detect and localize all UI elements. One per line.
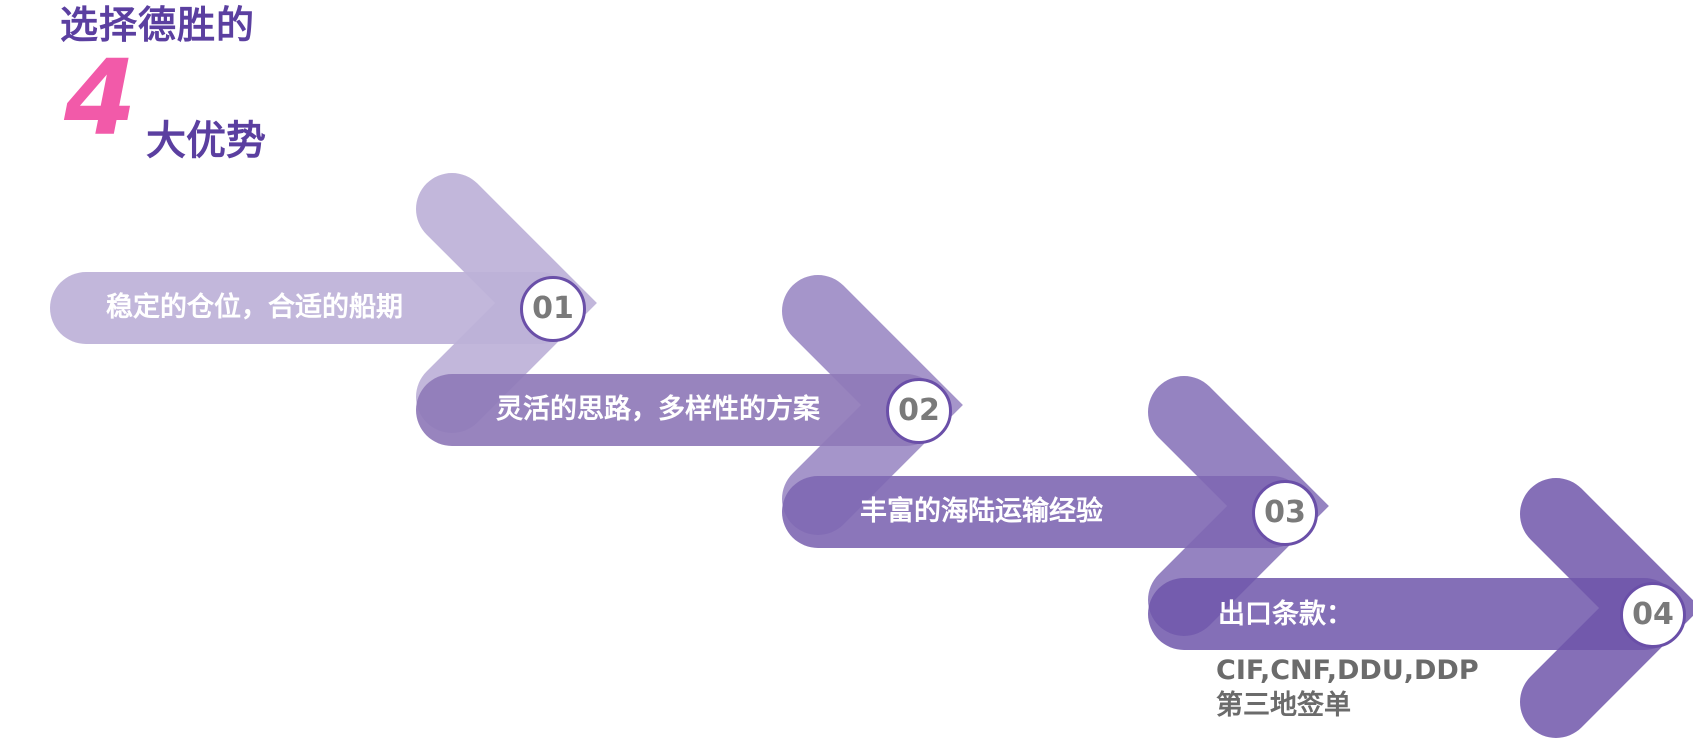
step-01-text: 稳定的仓位，合适的船期 [106, 292, 403, 323]
title-line1: 选择德胜的 [60, 3, 256, 47]
step-01-badge: 01 [520, 276, 586, 342]
step-04-badge: 04 [1620, 582, 1686, 648]
step-04-text: 出口条款： [1218, 599, 1353, 630]
title-line2: 大优势 [146, 118, 266, 164]
step-02-text: 灵活的思路，多样性的方案 [496, 394, 820, 425]
step-04-detail-line1: CIF,CNF,DDU,DDP [1216, 655, 1479, 686]
title-number: 4 [64, 37, 137, 159]
step-02-badge: 02 [886, 378, 952, 444]
step-03-badge: 03 [1252, 480, 1318, 546]
step-04-detail-line2: 第三地签单 [1216, 690, 1351, 721]
step-03-text: 丰富的海陆运输经验 [860, 496, 1103, 527]
